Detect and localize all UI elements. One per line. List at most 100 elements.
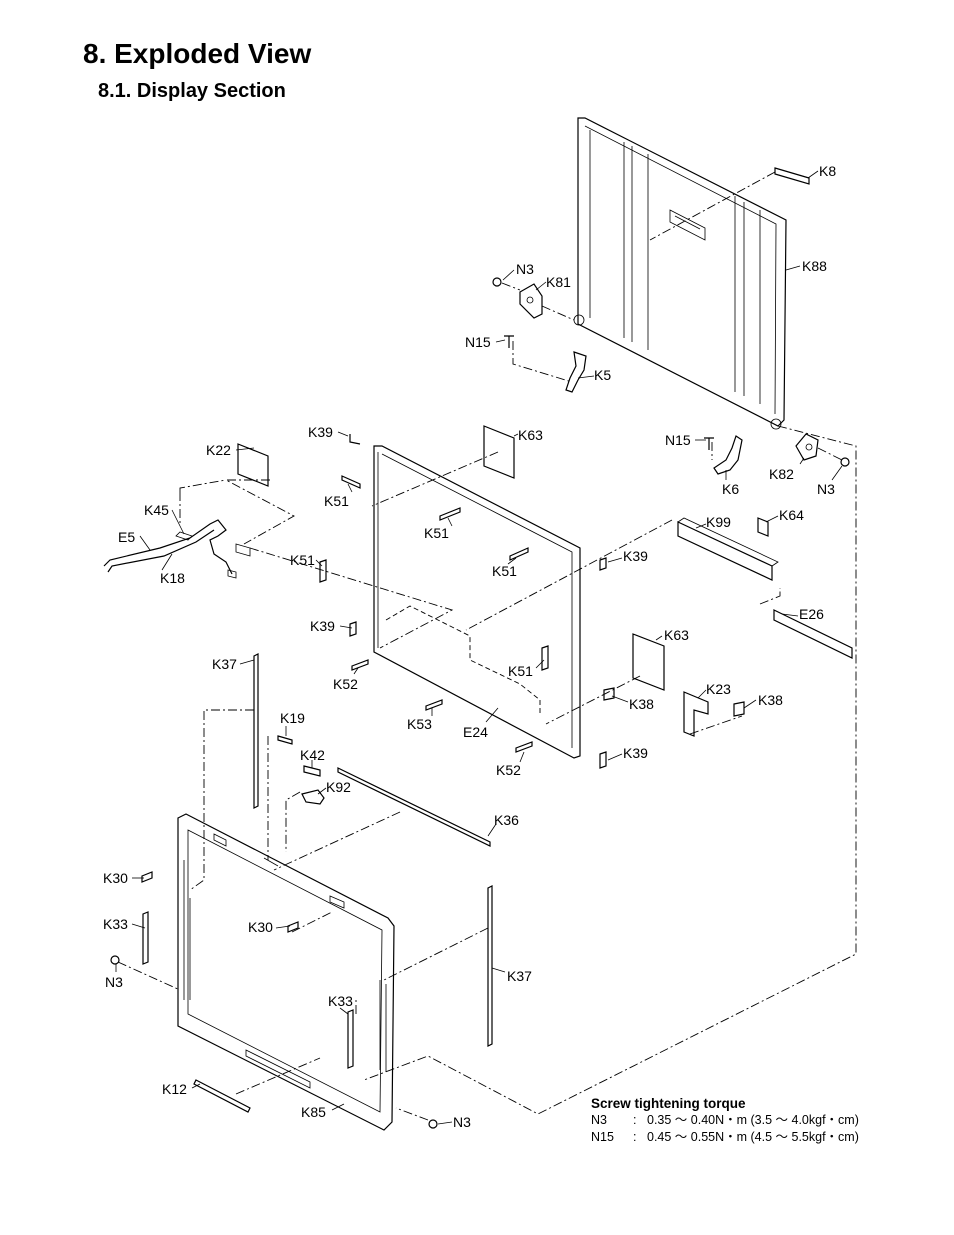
torque-screw: N3 bbox=[591, 1113, 607, 1127]
torque-screw: N15 bbox=[591, 1130, 614, 1144]
label-n3-c: N3 bbox=[105, 974, 123, 990]
label-k52-b: K52 bbox=[496, 762, 521, 778]
label-k33-a: K33 bbox=[103, 916, 128, 932]
label-k51-c: K51 bbox=[492, 563, 517, 579]
lcd-flex-outline bbox=[385, 605, 541, 716]
label-k36: K36 bbox=[494, 812, 519, 828]
part-k30-a bbox=[141, 871, 153, 883]
part-k81 bbox=[519, 283, 543, 319]
label-k51-e: K51 bbox=[508, 663, 533, 679]
label-k81: K81 bbox=[546, 274, 571, 290]
label-k51-d: K51 bbox=[290, 552, 315, 568]
part-k33-b bbox=[347, 1009, 354, 1069]
label-k6: K6 bbox=[722, 481, 739, 497]
label-k38-b: K38 bbox=[758, 692, 783, 708]
label-k33-b: K33 bbox=[328, 993, 353, 1009]
part-k12 bbox=[193, 1079, 251, 1113]
label-n3-d: N3 bbox=[453, 1114, 471, 1130]
part-k37-b bbox=[487, 885, 493, 1047]
label-k88: K88 bbox=[802, 258, 827, 274]
cable-harness bbox=[103, 519, 251, 579]
label-k82: K82 bbox=[769, 466, 794, 482]
torque-sep: : bbox=[633, 1113, 637, 1127]
label-k51-b: K51 bbox=[424, 525, 449, 541]
label-k63-b: K63 bbox=[664, 627, 689, 643]
part-k33-a bbox=[142, 911, 149, 965]
label-k37-b: K37 bbox=[507, 968, 532, 984]
label-k12: K12 bbox=[162, 1081, 187, 1097]
screw-n3-c bbox=[110, 955, 120, 965]
label-n3-b: N3 bbox=[817, 481, 835, 497]
leader-lines bbox=[115, 170, 843, 1125]
part-k30-b bbox=[287, 921, 299, 933]
part-k82 bbox=[795, 433, 819, 461]
part-k6 bbox=[713, 435, 743, 475]
label-e5: E5 bbox=[118, 529, 135, 545]
screw-n15-b bbox=[704, 437, 714, 450]
screw-n15-a bbox=[504, 335, 514, 348]
label-k39-d: K39 bbox=[623, 745, 648, 761]
part-labels: K8 K88 N3 K81 N15 K5 K39 K63 K22 N15 K6 … bbox=[103, 163, 836, 1130]
torque-sep: : bbox=[633, 1130, 637, 1144]
label-k53: K53 bbox=[407, 716, 432, 732]
part-k19 bbox=[277, 735, 293, 745]
part-k42 bbox=[303, 765, 321, 777]
label-k51-a: K51 bbox=[324, 493, 349, 509]
label-k37-a: K37 bbox=[212, 656, 237, 672]
torque-title: Screw tightening torque bbox=[591, 1096, 746, 1111]
rear-cover-k88 bbox=[573, 117, 787, 430]
label-k99: K99 bbox=[706, 514, 731, 530]
part-k63-b bbox=[632, 633, 665, 691]
label-k63-a: K63 bbox=[518, 427, 543, 443]
label-k23: K23 bbox=[706, 681, 731, 697]
label-k92: K92 bbox=[326, 779, 351, 795]
label-e24: E24 bbox=[463, 724, 488, 740]
page-title: 8. Exploded View bbox=[83, 38, 312, 69]
label-n15-a: N15 bbox=[465, 334, 491, 350]
label-k5: K5 bbox=[594, 367, 611, 383]
torque-value: 0.35 ～ 0.40N・m (3.5 ～ 4.0kgf・cm) bbox=[647, 1113, 859, 1127]
screw-n3-d bbox=[428, 1119, 438, 1129]
part-k8 bbox=[774, 167, 810, 185]
torque-row-n3: N3 : 0.35 ～ 0.40N・m (3.5 ～ 4.0kgf・cm) bbox=[591, 1112, 859, 1129]
label-k19: K19 bbox=[280, 710, 305, 726]
part-k36 bbox=[337, 767, 491, 847]
label-k52-a: K52 bbox=[333, 676, 358, 692]
part-k64 bbox=[757, 517, 769, 537]
label-k42: K42 bbox=[300, 747, 325, 763]
alignment-lines bbox=[117, 171, 857, 1121]
part-k5 bbox=[565, 351, 587, 393]
label-k39-c: K39 bbox=[310, 618, 335, 634]
label-e26: E26 bbox=[799, 606, 824, 622]
label-n15-b: N15 bbox=[665, 432, 691, 448]
label-k64: K64 bbox=[779, 507, 804, 523]
part-e26 bbox=[773, 609, 853, 659]
part-k63-a bbox=[483, 425, 515, 479]
label-k8: K8 bbox=[819, 163, 836, 179]
section-title: 8.1. Display Section bbox=[98, 80, 286, 102]
label-k30-a: K30 bbox=[103, 870, 128, 886]
part-k23 bbox=[683, 691, 709, 737]
part-k99 bbox=[677, 517, 779, 581]
part-k37-a bbox=[253, 653, 259, 809]
label-n3-a: N3 bbox=[516, 261, 534, 277]
part-k22 bbox=[237, 443, 269, 487]
screw-n3-a bbox=[492, 277, 502, 287]
front-bezel-k85 bbox=[177, 813, 395, 1131]
label-k22: K22 bbox=[206, 442, 231, 458]
label-k45: K45 bbox=[144, 502, 169, 518]
part-k92 bbox=[301, 789, 325, 805]
lcd-panel bbox=[373, 445, 581, 759]
torque-row-n15: N15 : 0.45 ～ 0.55N・m (4.5 ～ 5.5kgf・cm) bbox=[591, 1129, 859, 1146]
label-k39-a: K39 bbox=[308, 424, 333, 440]
tape-pieces bbox=[319, 434, 745, 769]
screw-n3-b bbox=[840, 457, 850, 467]
label-k18: K18 bbox=[160, 570, 185, 586]
screw-torque-table: Screw tightening torque N3 : 0.35 ～ 0.40… bbox=[591, 1096, 859, 1146]
label-k30-b: K30 bbox=[248, 919, 273, 935]
torque-value: 0.45 ～ 0.55N・m (4.5 ～ 5.5kgf・cm) bbox=[647, 1130, 859, 1144]
label-k39-b: K39 bbox=[623, 548, 648, 564]
label-k85: K85 bbox=[301, 1104, 326, 1120]
label-k38-a: K38 bbox=[629, 696, 654, 712]
